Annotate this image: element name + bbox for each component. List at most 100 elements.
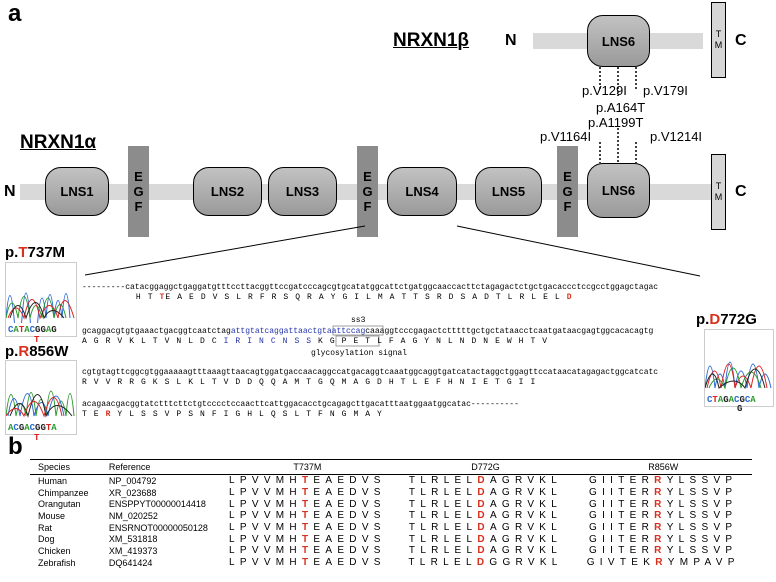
aa-mutated-residue: D xyxy=(476,557,490,569)
d772g-ref: D xyxy=(709,311,721,328)
aa-left: LPVVMH xyxy=(229,498,302,510)
d772g-alt-base: G xyxy=(737,404,743,414)
header-t737m: T737M xyxy=(218,459,397,475)
d772g-rest: 772G xyxy=(720,311,757,328)
alpha-n-terminus: N xyxy=(4,183,16,200)
mutation-t737m-label: p.T737M xyxy=(5,244,65,261)
aa-left: TLRLEL xyxy=(408,557,477,569)
aa-right: EAEDVS xyxy=(313,533,386,545)
t737m-base-2: A xyxy=(13,325,19,335)
aa-left: LPVVMH xyxy=(229,510,302,522)
alignment-s3-cell: GIITERRYLSSVP xyxy=(574,498,752,510)
variant-v1214i: p.V1214I xyxy=(650,129,703,144)
egf2-g: G xyxy=(362,184,373,199)
reference-cell: ENSPPYT00000014418 xyxy=(108,499,206,510)
aa-right: YLSSVP xyxy=(666,545,738,557)
ss3-label: ss3 xyxy=(351,316,366,325)
reference-cell: DQ641424 xyxy=(108,557,153,568)
chromatogram-t737m-bases: CATACGGAG xyxy=(8,325,57,335)
r856w-prefix: p. xyxy=(5,343,19,360)
egf2-f: F xyxy=(363,199,372,214)
t737m-base-6: G xyxy=(35,325,41,335)
aa-left: GIITER xyxy=(589,510,655,522)
alpha-tm-t: T xyxy=(715,181,722,191)
aa-sequence: LPVVMHTEAEDVS xyxy=(229,522,386,533)
r856w-base-2: C xyxy=(13,423,19,433)
alignment-s1-cell: LPVVMHTEAEDVS xyxy=(218,498,396,510)
aa-mutated-residue: T xyxy=(301,545,314,557)
alignment-s2-cell: TLRLELDAGRVKL xyxy=(397,498,575,510)
aa-mutated-residue: T xyxy=(301,533,314,545)
species-cell: Rat xyxy=(38,522,53,533)
seq-line1-aa-mid: E A E D V S L R F R S Q R A Y G I L M A … xyxy=(165,293,567,302)
aa-right: YLSSVP xyxy=(666,510,738,522)
aa-left: GIITER xyxy=(589,522,655,534)
seq-line4-nt: acagaacgacggtatctttcttctgtcccctccaacttca… xyxy=(82,400,519,409)
species-cell: Orangutan xyxy=(38,499,81,510)
egf3-f: F xyxy=(563,199,572,214)
d772g-base-7: G xyxy=(739,395,745,405)
seq-line4-aa-post: Y L S S V P S N F I G H L Q S L T F N G … xyxy=(111,410,383,419)
seq-line1-aa: H T TE A E D V S L R F R S Q R A Y G I L… xyxy=(82,293,573,303)
aa-sequence: TLRLELDGGRVKL xyxy=(408,557,562,568)
alpha-lns1-domain: LNS1 xyxy=(45,167,109,216)
alpha-tm-m: M xyxy=(714,192,723,202)
alignment-s2-cell: TLRLELDAGRVKL xyxy=(397,510,575,522)
alignment-s3-cell: GIITERRYLSSVP xyxy=(574,475,752,487)
species-cell: Chicken xyxy=(38,545,71,556)
aa-sequence: LPVVMHTEAEDVS xyxy=(229,487,386,498)
variant-v179i: p.V179I xyxy=(643,83,688,98)
aa-mutated-residue: T xyxy=(301,522,314,534)
seq-line2-aa-nss: N S S xyxy=(282,337,313,346)
seq-line2-nt-ss3: attgtatcaggattaactgtaattccag xyxy=(230,327,366,336)
species-cell: Chimpanzee xyxy=(38,487,89,498)
aa-left: TLRLEL xyxy=(408,487,478,499)
alpha-c-terminus: C xyxy=(735,183,747,200)
aa-mutated-residue: D xyxy=(477,510,490,522)
nss-box xyxy=(335,335,380,347)
d772g-base-2: T xyxy=(712,395,718,405)
species-cell: Mouse xyxy=(38,510,66,521)
alignment-table: Species Reference T737M D772G R856W Huma… xyxy=(30,459,752,569)
aa-left: GIITER xyxy=(589,487,655,499)
nrxn1-alpha-greek: α xyxy=(84,132,97,153)
aa-sequence: TLRLELDAGRVKL xyxy=(409,522,562,533)
species-cell: Human xyxy=(38,475,68,486)
aa-left: LPVVMH xyxy=(229,557,302,569)
alignment-s1-cell: LPVVMHTEAEDVS xyxy=(218,545,396,557)
aa-sequence: TLRLELDAGRVKL xyxy=(409,510,562,521)
aa-mutated-residue: R xyxy=(654,545,667,557)
aa-mutated-residue: D xyxy=(477,545,490,557)
alignment-s3-cell: GIITERRYLSSVP xyxy=(574,533,752,545)
header-r856w: R856W xyxy=(574,459,752,475)
t737m-base-3: T xyxy=(18,325,25,335)
t737m-rest: 737M xyxy=(27,244,66,261)
chromatogram-r856w-trace xyxy=(6,390,75,418)
alignment-s2-cell: TLRLELDAGRVKL xyxy=(397,522,575,534)
aa-sequence: GIITERRYLSSVP xyxy=(589,475,737,486)
aa-mutated-residue: T xyxy=(301,557,314,569)
alpha-lns2-domain: LNS2 xyxy=(193,167,262,216)
alignment-s1-cell: LPVVMHTEAEDVS xyxy=(218,475,396,487)
seq-line2-nt-a: gcaggacgtgtgaaactgacggtcaatctag xyxy=(82,327,231,336)
egf2-e: E xyxy=(363,169,372,184)
d772g-base-1: C xyxy=(707,395,713,405)
header-reference: Reference xyxy=(106,459,219,475)
aa-sequence: TLRLELDAGRVKL xyxy=(409,545,562,556)
alignment-s3-cell: GIITERRYLSSVP xyxy=(574,487,752,499)
aa-mutated-residue: R xyxy=(654,533,667,545)
nrxn1-alpha-title: NRXN1α xyxy=(20,132,96,154)
beta-tm-t: T xyxy=(715,29,722,39)
aa-sequence: LPVVMHTEAEDVS xyxy=(229,510,386,521)
alignment-header-row: Species Reference T737M D772G R856W xyxy=(30,459,752,475)
aa-right: YMPAVP xyxy=(667,557,740,569)
aa-mutated-residue: T xyxy=(301,510,314,522)
aa-right: AGRVKL xyxy=(489,475,563,487)
alpha-lns4-domain: LNS4 xyxy=(387,167,457,216)
t737m-base-5: C xyxy=(29,325,36,335)
